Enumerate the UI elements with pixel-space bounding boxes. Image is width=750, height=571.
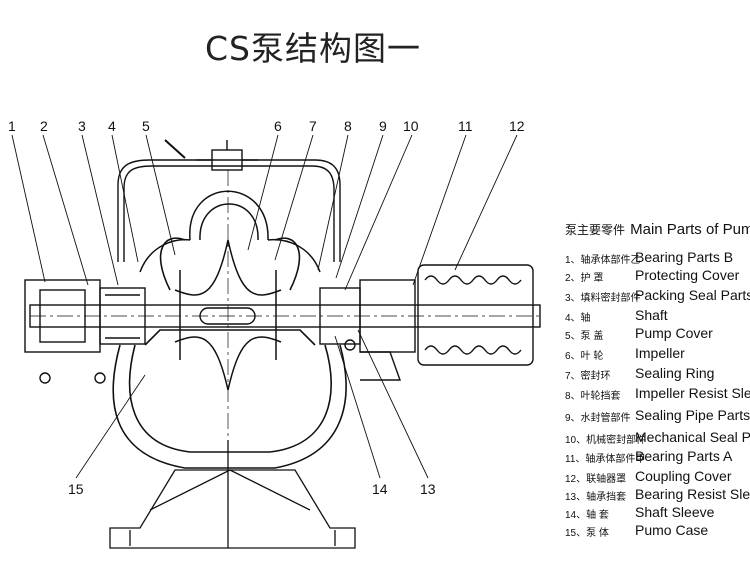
- callout-12: 12: [509, 118, 525, 134]
- legend-item-label: Impeller: [635, 345, 685, 361]
- legend-item-number: 9、水封管部件: [565, 413, 631, 424]
- diagram-title: CS泵结构图一: [205, 29, 421, 68]
- legend-item-label: Shaft Sleeve: [635, 504, 715, 520]
- legend-item-number: 5、泵 盖: [565, 331, 604, 342]
- callout-7: 7: [309, 118, 317, 134]
- callout-13: 13: [420, 481, 436, 497]
- sealing-pipe: [117, 139, 341, 262]
- legend-item-number: 15、泵 体: [565, 528, 609, 539]
- legend-item-label: Sealing Ring: [635, 365, 715, 381]
- legend-item-number: 7、密封环: [565, 371, 611, 382]
- callout-3: 3: [78, 118, 86, 134]
- legend-item-number: 11、轴承体部件甲: [565, 454, 646, 465]
- legend-item-number: 14、轴 套: [565, 510, 609, 521]
- coupling-cover: [417, 264, 534, 366]
- legend-item-label: Pump Cover: [635, 325, 713, 341]
- shaft: [29, 170, 541, 470]
- legend-item-number: 13、轴承挡套: [565, 492, 627, 503]
- callout-11: 11: [458, 118, 473, 134]
- callout-4: 4: [108, 118, 116, 134]
- callout-15: 15: [68, 481, 84, 497]
- pump-casing: [112, 237, 347, 469]
- legend-title-en: Main Parts of Pump: [630, 221, 750, 238]
- callout-6: 6: [274, 118, 282, 134]
- callout-2: 2: [40, 118, 48, 134]
- legend-item-number: 2、护 罩: [565, 273, 604, 284]
- callout-5: 5: [142, 118, 150, 134]
- legend-item-label: Bearing Resist Sleeve: [635, 486, 750, 502]
- legend-item-label: Bearing Parts A: [635, 448, 733, 464]
- pump-base: [109, 440, 356, 549]
- legend-item-number: 3、填料密封部件: [565, 293, 641, 304]
- callout-14: 14: [372, 481, 388, 497]
- callout-1: 1: [8, 118, 16, 134]
- legend-item-label: Bearing Parts B: [635, 249, 734, 265]
- legend-item-label: Protecting Cover: [635, 267, 740, 283]
- legend-item-number: 6、叶 轮: [565, 351, 604, 362]
- legend-item-number: 8、叶轮挡套: [565, 391, 621, 402]
- legend-item-number: 1、轴承体部件乙: [565, 255, 641, 266]
- legend-item-label: Packing Seal Parts: [635, 287, 750, 303]
- legend-item-label: Impeller Resist Sleeve: [635, 385, 750, 401]
- callout-8: 8: [344, 118, 352, 134]
- legend-title: 泵主要零件 Main Parts of Pump: [565, 219, 750, 238]
- impeller: [174, 239, 282, 391]
- legend-item-number: 4、轴: [565, 313, 591, 324]
- legend-item-label: Mechanical Seal Parts: [635, 429, 750, 445]
- legend-item-number: 12、联轴器罩: [565, 474, 627, 485]
- legend-item-label: Sealing Pipe Parts: [635, 407, 750, 423]
- bearing-parts-a: [319, 279, 416, 381]
- callout-10: 10: [403, 118, 419, 134]
- legend-item-label: Pumo Case: [635, 522, 709, 538]
- leader-lines: [11, 134, 518, 479]
- legend-item-label: Coupling Cover: [635, 468, 732, 484]
- legend-item-number: 10、机械密封部件: [565, 435, 647, 446]
- callout-9: 9: [379, 118, 387, 134]
- legend-title-cn: 泵主要零件: [565, 223, 626, 237]
- legend-item-label: Shaft: [635, 307, 668, 323]
- pump-cover-top: [139, 190, 321, 273]
- bearing-parts-b: [24, 279, 146, 384]
